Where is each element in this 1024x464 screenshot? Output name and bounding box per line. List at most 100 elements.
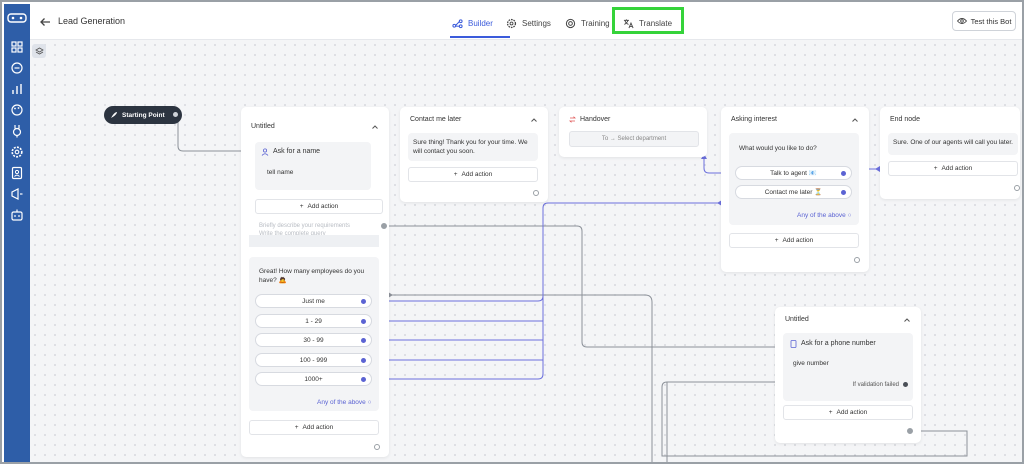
sidebar — [4, 4, 30, 462]
choice-port[interactable] — [841, 190, 846, 195]
node-output-port[interactable] — [907, 428, 913, 434]
node-title: Asking interest — [731, 116, 777, 123]
validation-failed-label: If validation failed — [852, 382, 899, 388]
choice-label: Contact me later ⏳ — [764, 188, 823, 196]
message-block[interactable]: Sure thing! Thank you for your time. We … — [408, 133, 538, 161]
node-title: Handover — [580, 116, 611, 123]
megaphone-icon[interactable] — [10, 187, 24, 201]
choice-100-999[interactable]: 100 - 999 — [255, 353, 372, 367]
choice-port[interactable] — [361, 377, 366, 382]
contact-me-later-node[interactable]: Contact me later Sure thing! Thank you f… — [400, 107, 548, 202]
node-output-port[interactable] — [374, 444, 380, 450]
ghost-output-port[interactable] — [381, 223, 387, 229]
test-bot-label: Test this Bot — [970, 16, 1012, 26]
gear-icon — [506, 18, 517, 28]
choice-just-me[interactable]: Just me — [255, 294, 372, 308]
node-title: End node — [890, 116, 920, 123]
asking-interest-node[interactable]: Asking interest What would you like to d… — [721, 107, 869, 272]
choice-1000-plus[interactable]: 1000+ — [255, 372, 372, 386]
untitled-node-2[interactable]: Untitled Ask for a phone number give num… — [775, 307, 921, 443]
choice-port[interactable] — [361, 358, 366, 363]
plug-icon[interactable] — [10, 124, 24, 138]
node-output-port[interactable] — [854, 257, 860, 263]
grid-icon[interactable] — [10, 40, 24, 54]
chevron-up-icon[interactable] — [851, 116, 859, 124]
ghost-divider — [249, 235, 379, 247]
chevron-up-icon[interactable] — [530, 116, 538, 124]
plus-icon: + — [828, 409, 833, 416]
page-title: Lead Generation — [58, 16, 126, 26]
choice-30-99[interactable]: 30 - 99 — [255, 333, 372, 347]
validation-port[interactable] — [903, 382, 908, 387]
choice-label: 30 - 99 — [303, 336, 324, 344]
ask-phone-label: Ask for a phone number — [801, 340, 876, 347]
select-department-dropdown[interactable]: To → Select department — [569, 131, 699, 147]
tab-builder[interactable]: Builder — [452, 10, 493, 36]
node-output-port[interactable] — [1014, 185, 1020, 191]
gear-icon[interactable] — [10, 145, 24, 159]
any-of-the-above-link[interactable]: Any of the above ○ — [797, 212, 852, 219]
translate-highlight-box — [612, 7, 684, 34]
add-action-label: Add action — [307, 203, 339, 210]
top-bar: Lead Generation Builder Settings Trainin… — [30, 4, 1022, 40]
choice-contact-me-later[interactable]: Contact me later ⏳ — [735, 185, 852, 199]
ask-phone-value: give number — [793, 360, 829, 367]
back-arrow-icon[interactable] — [38, 15, 52, 29]
layers-icon[interactable] — [32, 44, 46, 58]
add-action-button[interactable]: +Add action — [888, 161, 1018, 176]
handover-node[interactable]: Handover To → Select department — [559, 107, 707, 157]
any-of-the-above-link[interactable]: Any of the above ○ — [317, 399, 372, 406]
eye-icon — [956, 18, 967, 24]
add-action-button[interactable]: +Add action — [729, 233, 859, 248]
test-bot-button[interactable]: Test this Bot — [952, 11, 1016, 31]
any-above-label: Any of the above — [317, 399, 366, 406]
start-port[interactable] — [173, 112, 178, 117]
add-action-button[interactable]: +Add action — [783, 405, 913, 420]
starting-point-label: Starting Point — [122, 111, 165, 119]
tab-training[interactable]: Training — [565, 10, 610, 36]
palette-icon[interactable] — [10, 103, 24, 117]
starting-point-node[interactable]: Starting Point — [104, 106, 182, 124]
contact-icon[interactable] — [10, 166, 24, 180]
choice-label: 100 - 999 — [299, 356, 328, 364]
plus-icon: + — [774, 237, 779, 244]
untitled-node-1[interactable]: Untitled Ask for a name tell name +Add a… — [241, 107, 389, 457]
question-block[interactable]: Great! How many employees do you have? 🙇… — [249, 257, 379, 411]
tab-settings-label: Settings — [522, 18, 551, 28]
message-text: Sure. One of our agents will call you la… — [893, 139, 1013, 146]
ask-name-block[interactable]: Ask for a name tell name — [255, 142, 371, 190]
target-icon — [565, 18, 576, 28]
chat-icon[interactable] — [10, 61, 24, 75]
add-action-button-2[interactable]: +Add action — [249, 420, 379, 435]
choice-label: Talk to agent 📧 — [770, 169, 817, 177]
user-icon — [261, 148, 269, 156]
ask-name-label: Ask for a name — [273, 148, 321, 155]
plus-icon: + — [294, 424, 299, 431]
tab-translate[interactable]: Translate — [623, 10, 672, 36]
chevron-up-icon[interactable] — [903, 316, 911, 324]
rocket-icon — [111, 112, 117, 118]
any-above-label: Any of the above — [797, 212, 846, 219]
node-title: Untitled — [251, 123, 275, 130]
bot-icon[interactable] — [10, 208, 24, 222]
choice-1-29[interactable]: 1 - 29 — [255, 314, 372, 328]
choice-port[interactable] — [361, 319, 366, 324]
chevron-up-icon[interactable] — [371, 123, 379, 131]
choice-talk-to-agent[interactable]: Talk to agent 📧 — [735, 166, 852, 180]
plus-icon: + — [933, 165, 938, 172]
question-block[interactable]: What would you like to do? Talk to agent… — [729, 133, 859, 225]
tab-settings[interactable]: Settings — [506, 10, 551, 36]
node-output-port[interactable] — [533, 190, 539, 196]
choice-port[interactable] — [361, 299, 366, 304]
add-action-button[interactable]: +Add action — [408, 167, 538, 182]
add-action-label: Add action — [461, 171, 493, 178]
end-node[interactable]: End node Sure. One of our agents will ca… — [880, 107, 1020, 199]
ask-phone-block[interactable]: Ask for a phone number give number If va… — [783, 333, 913, 401]
translate-icon — [623, 18, 634, 28]
choice-port[interactable] — [841, 171, 846, 176]
chart-icon[interactable] — [10, 82, 24, 96]
plus-icon: + — [299, 203, 304, 210]
add-action-button[interactable]: +Add action — [255, 199, 383, 214]
choice-port[interactable] — [361, 338, 366, 343]
message-block[interactable]: Sure. One of our agents will call you la… — [888, 133, 1018, 155]
